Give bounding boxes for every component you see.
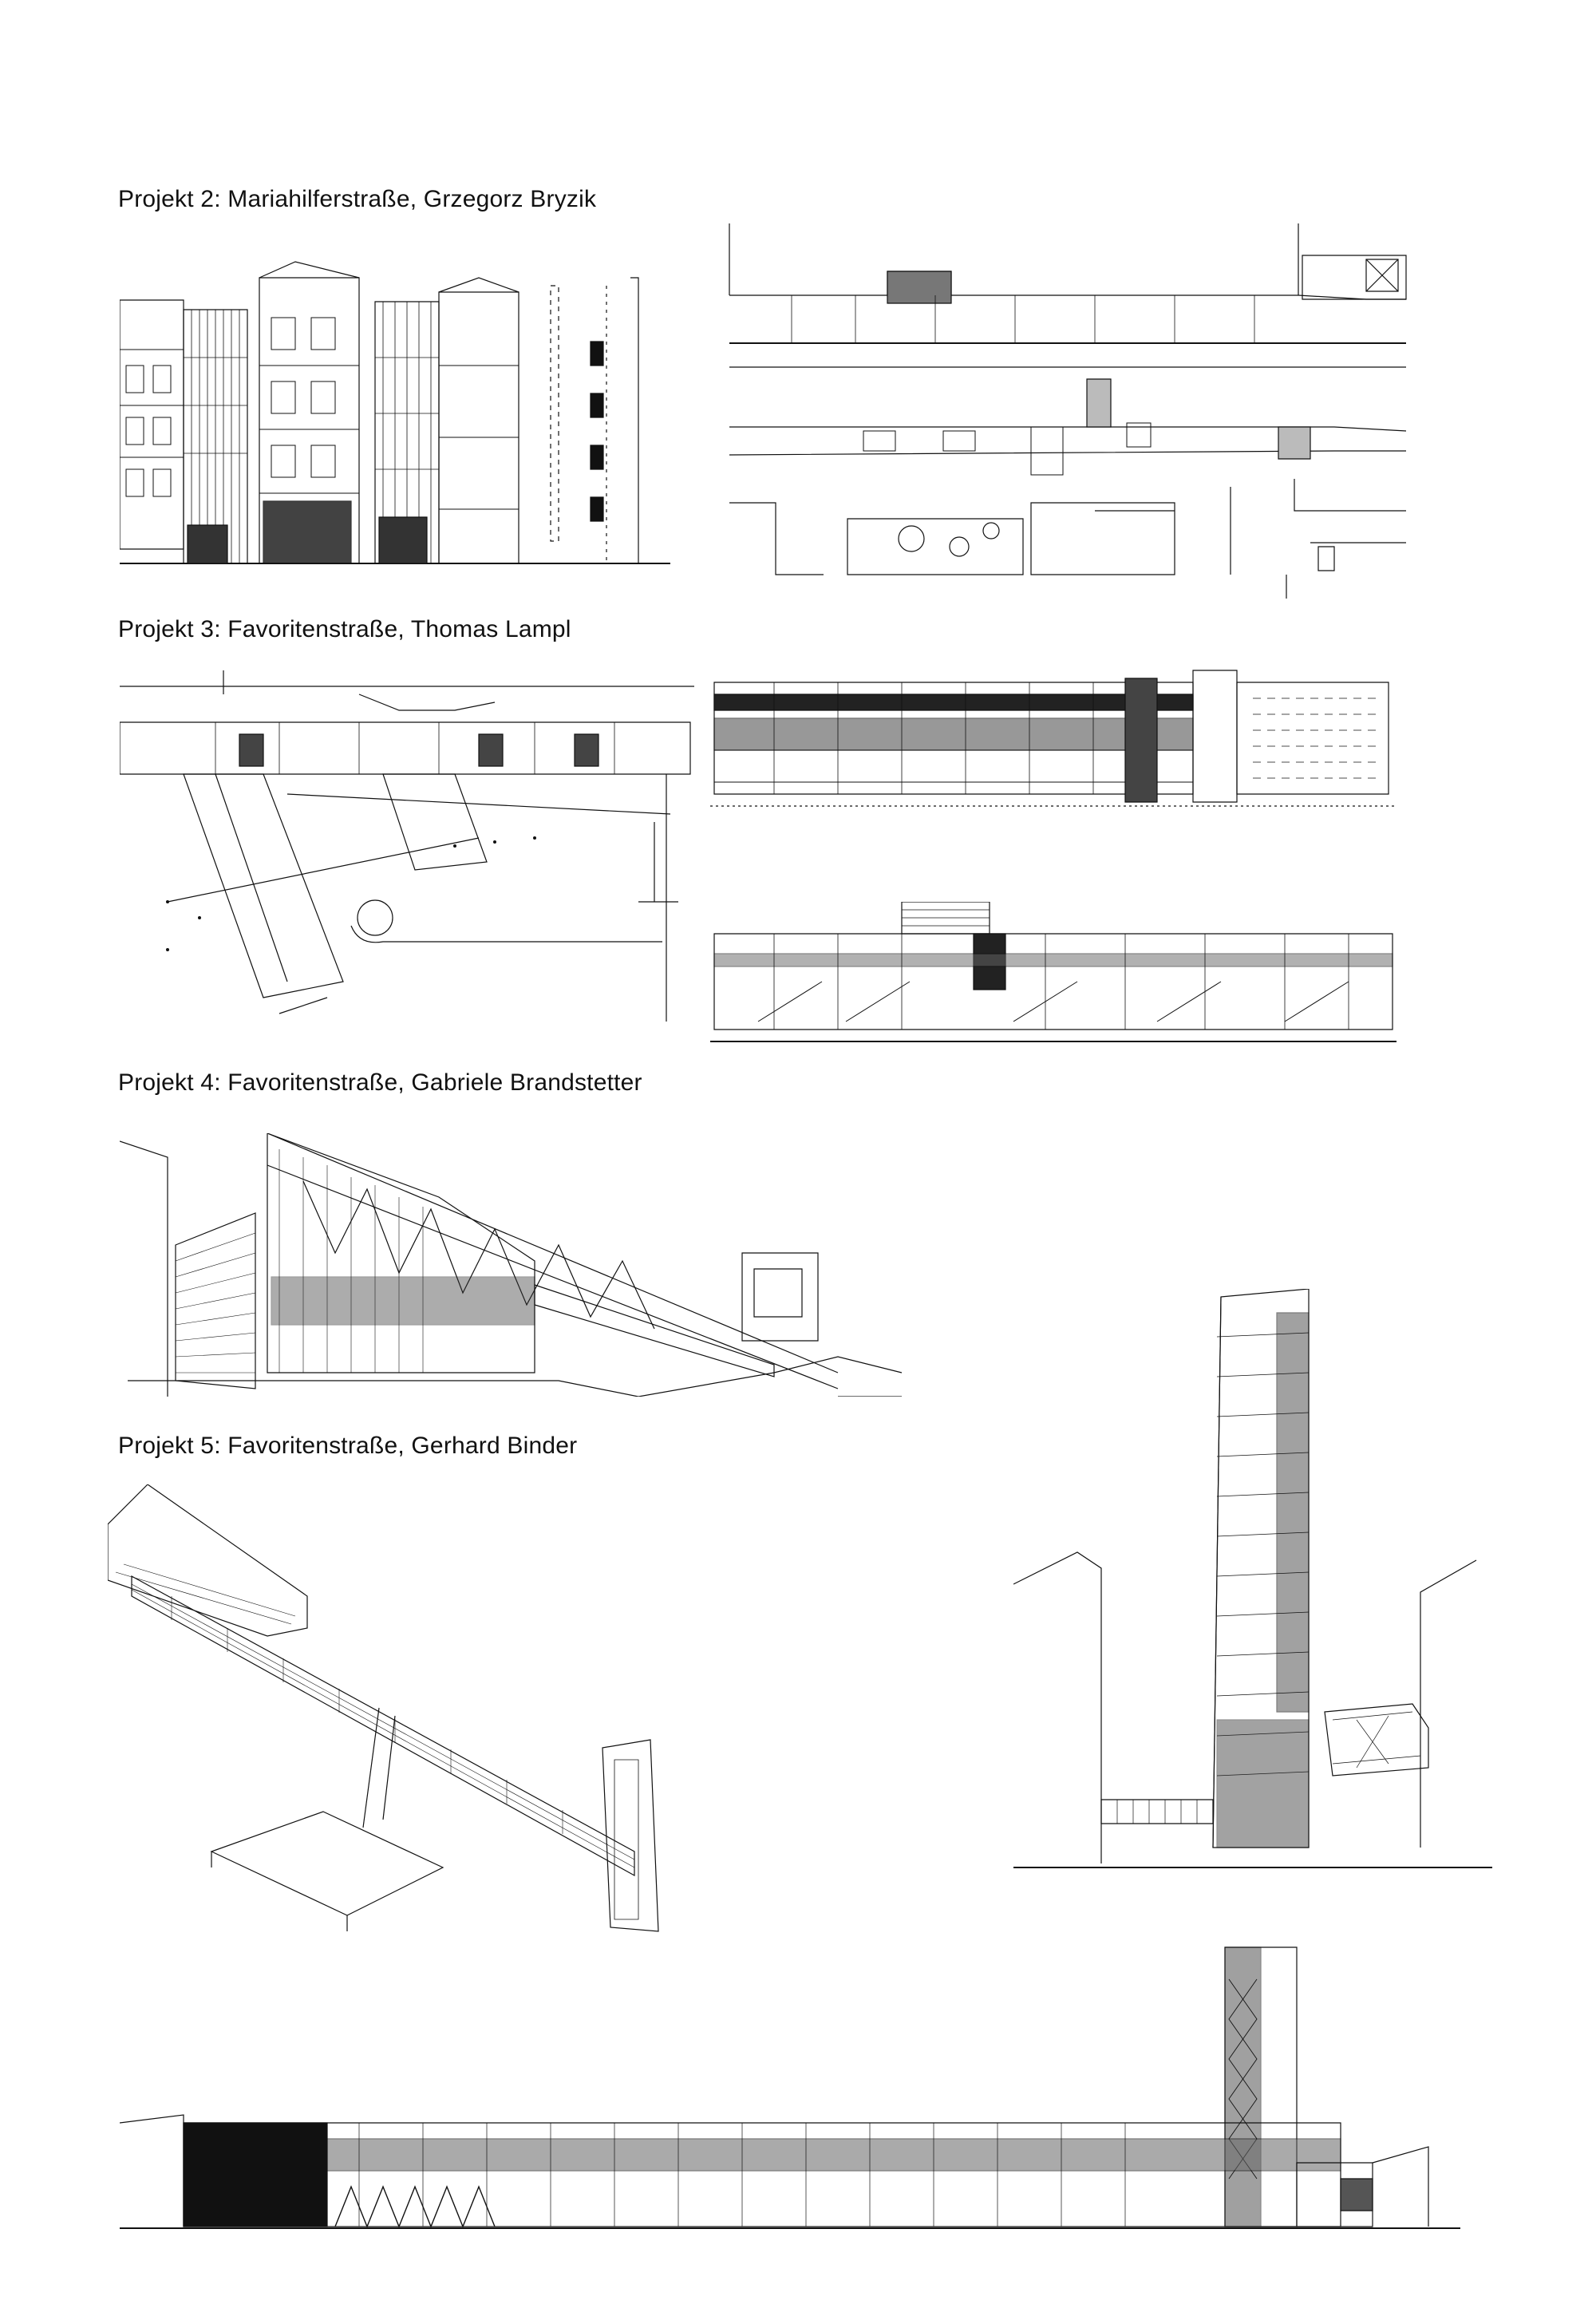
- p2-street-elevation-drawing: [120, 254, 670, 573]
- p5-long-elevation-drawing: [120, 1931, 1460, 2235]
- heading-projekt-5: Projekt 5: Favoritenstraße, Gerhard Bind…: [118, 1433, 578, 1459]
- heading-projekt-4: Projekt 4: Favoritenstraße, Gabriele Bra…: [118, 1069, 642, 1096]
- p3-upper-elevation-drawing: [710, 662, 1396, 814]
- p3-floor-plan-drawing: [120, 662, 694, 1022]
- p3-lower-elevation-drawing: [710, 902, 1396, 1045]
- heading-projekt-2: Projekt 2: Mariahilferstraße, Grzegorz B…: [118, 186, 597, 212]
- p2-site-plan-drawing: [728, 223, 1414, 599]
- heading-projekt-3: Projekt 3: Favoritenstraße, Thomas Lampl: [118, 616, 571, 642]
- p4-perspective-drawing: [120, 1133, 910, 1397]
- p5-axonometric-drawing: [108, 1484, 754, 1939]
- p5-tower-perspective-drawing: [1013, 1289, 1492, 1879]
